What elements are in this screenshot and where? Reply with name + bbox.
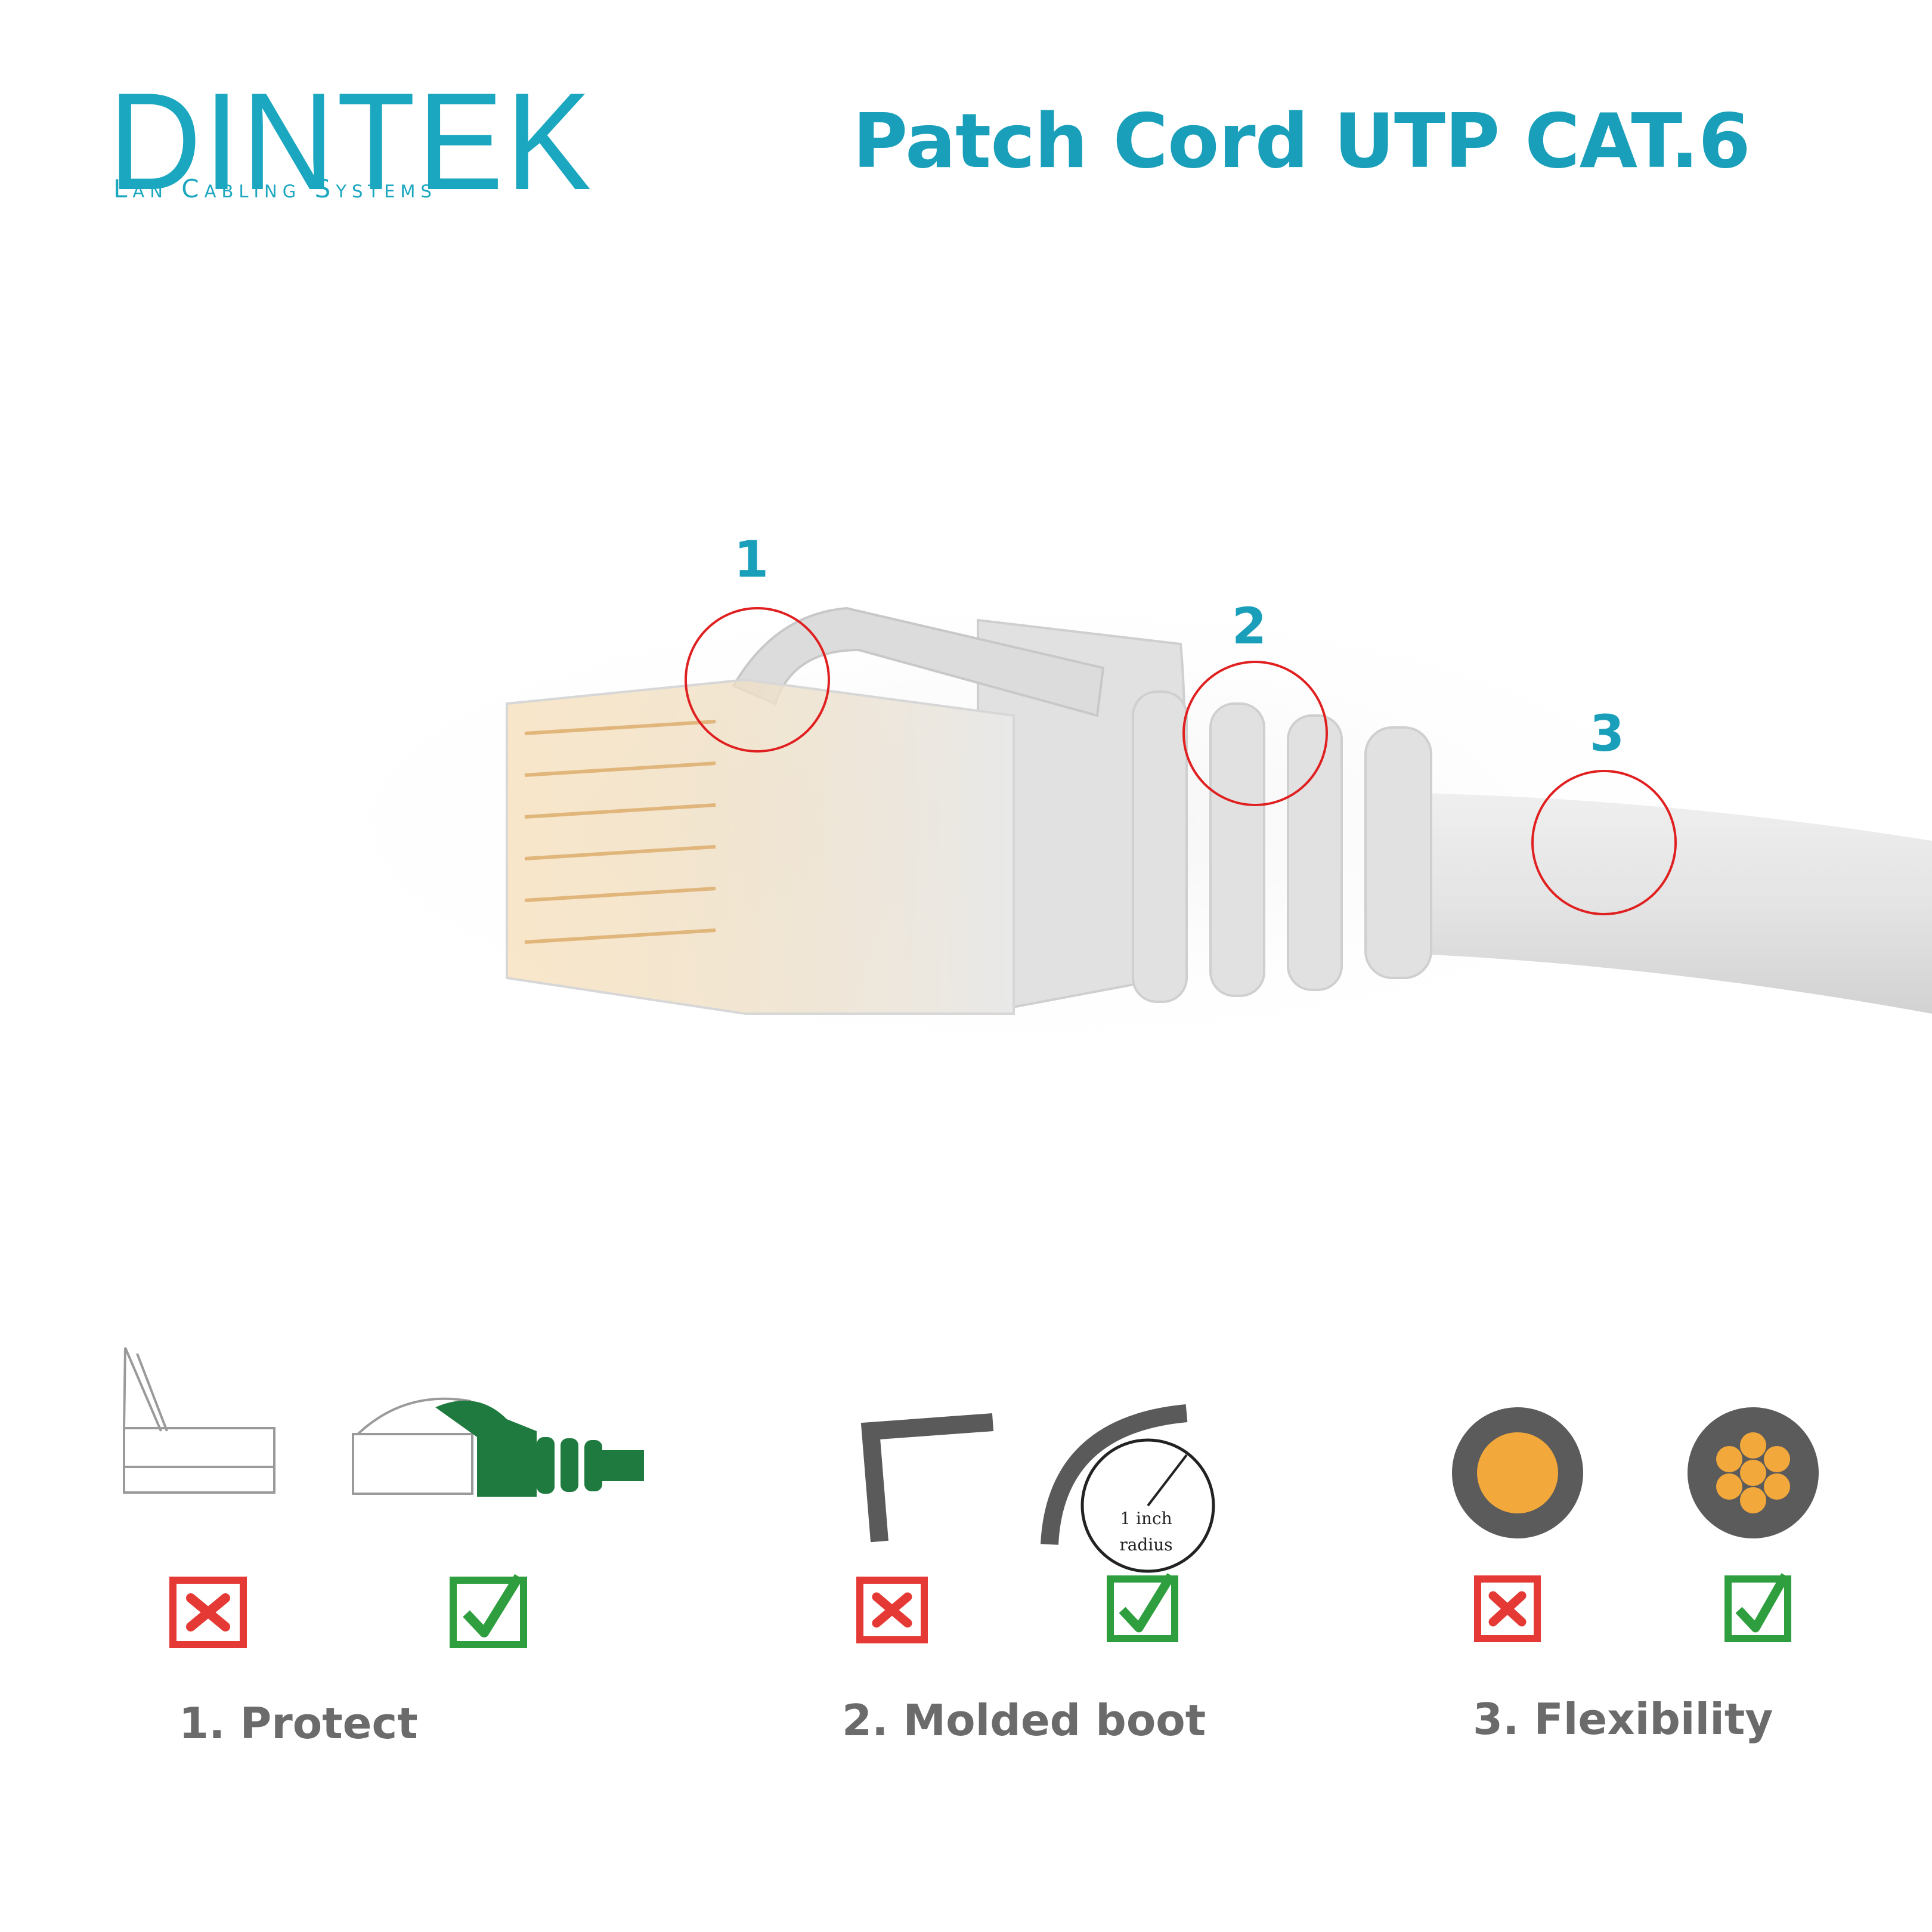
molded-boot xyxy=(977,618,1432,1015)
callout-number-3: 3 xyxy=(1589,704,1625,763)
plug-contacts xyxy=(524,720,716,944)
feature-caption-flexibility: 3. Flexibility xyxy=(1473,1694,1773,1744)
check-icon xyxy=(1724,1573,1791,1642)
cross-icon xyxy=(1474,1575,1541,1642)
brand-tagline: Lan Cabling Systems xyxy=(113,174,437,203)
bend-label-line1: 1 inch xyxy=(1120,1509,1172,1528)
product-photo xyxy=(239,572,1932,1073)
stranded-core-icon xyxy=(1688,1407,1819,1538)
solid-core-icon xyxy=(1452,1407,1583,1538)
page-title: Patch Cord UTP CAT.6 xyxy=(853,97,1751,185)
callout-number-2: 2 xyxy=(1231,597,1267,655)
plain-plug-icon xyxy=(123,1347,275,1494)
protected-plug-icon xyxy=(352,1397,644,1497)
feature-icons: 1 inch radius xyxy=(123,1347,1819,1648)
check-icon xyxy=(450,1574,527,1648)
callout-number-1: 1 xyxy=(733,530,769,589)
cross-icon xyxy=(856,1577,928,1643)
check-icon xyxy=(1107,1573,1178,1642)
latch-protector xyxy=(732,606,1105,717)
cable-jacket xyxy=(1419,793,1932,1014)
callout-circle-1 xyxy=(685,607,830,753)
bend-label-line2: radius xyxy=(1119,1535,1172,1555)
callout-circle-3 xyxy=(1531,770,1677,915)
rj45-plug xyxy=(506,678,1015,1015)
callout-circle-2 xyxy=(1182,661,1328,806)
curved-bend-icon: 1 inch radius xyxy=(1041,1404,1215,1573)
feature-caption-molded-boot: 2. Molded boot xyxy=(842,1695,1206,1745)
sharp-bend-icon xyxy=(860,1413,994,1543)
cross-icon xyxy=(169,1577,247,1648)
feature-caption-protect: 1. Protect xyxy=(179,1698,418,1748)
